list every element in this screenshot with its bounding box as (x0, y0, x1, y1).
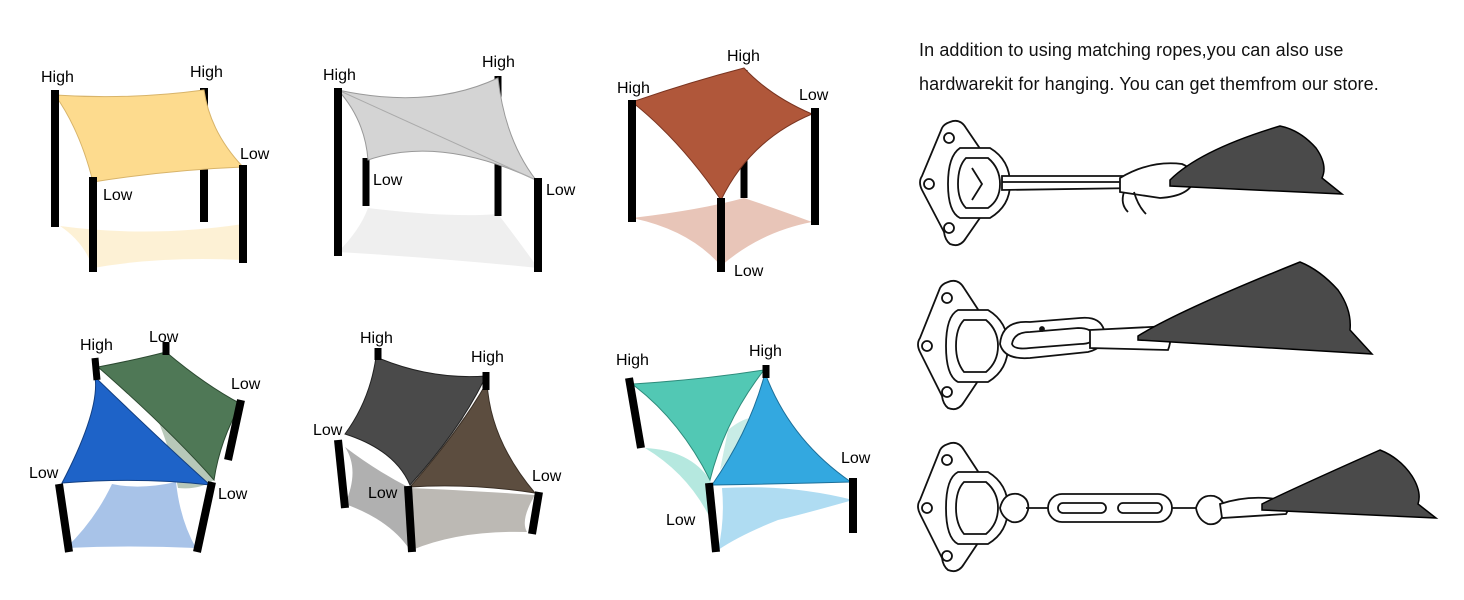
height-label: High (323, 67, 356, 84)
post (404, 485, 416, 553)
height-label: High (482, 54, 515, 71)
height-label: Low (373, 172, 403, 189)
pad-eye-icon (917, 279, 1009, 411)
height-label: Low (734, 263, 764, 280)
height-label: High (471, 349, 504, 366)
sail-shadow (720, 418, 750, 470)
post (625, 377, 645, 449)
sail-diagram-sand: High High Low Low (41, 64, 270, 272)
height-label: Low (532, 468, 562, 485)
sail-shadow (645, 448, 714, 522)
height-label: Low (29, 465, 59, 482)
post (705, 482, 720, 553)
hardware-kit-snap-hook (919, 119, 1345, 247)
sail-corner-icon (1261, 449, 1439, 519)
sail (61, 375, 212, 486)
sail-shadow (60, 224, 243, 268)
height-label: High (616, 352, 649, 369)
height-label: Low (240, 146, 270, 163)
height-label: Low (666, 512, 696, 529)
sail-diagram-light-grey: High High Low Low (323, 54, 576, 272)
sail (630, 67, 814, 201)
sail-shadow (345, 447, 410, 550)
sail-shadow (66, 482, 196, 548)
sail (408, 380, 537, 494)
height-label: High (190, 64, 223, 81)
post (193, 481, 216, 553)
snap-hook-icon (1001, 162, 1196, 215)
sail (711, 371, 853, 486)
sail-diagram-teal-sky: High High Low Low (616, 343, 871, 553)
sail-diagram-terracotta: High High Low Low (617, 48, 829, 280)
sail-corner-icon (1137, 261, 1374, 355)
height-label: Low (218, 486, 248, 503)
sail-corner-icon (1169, 125, 1345, 195)
height-label: Low (231, 376, 261, 393)
pad-eye-icon (917, 441, 1009, 573)
hardware-info-text: In addition to using matching ropes,you … (919, 33, 1459, 101)
info-line-1: In addition to using matching ropes,you … (919, 40, 1344, 60)
height-label: High (41, 69, 74, 86)
height-label: Low (368, 485, 398, 502)
sail (344, 356, 487, 486)
sail-diagram-charcoal-brown: High High Low Low Low (313, 330, 562, 553)
info-line-2: hardwarekit for hanging. You can get the… (919, 74, 1379, 94)
sail (630, 369, 766, 482)
height-label: High (360, 330, 393, 347)
pad-eye-icon (919, 119, 1011, 247)
height-label: Low (313, 422, 343, 439)
post (334, 439, 349, 509)
height-label: High (80, 337, 113, 354)
sail-shadow (718, 487, 853, 550)
sail (53, 89, 245, 183)
sail-shadow (410, 488, 535, 550)
sail-shadow (338, 208, 538, 268)
sail-seam (337, 89, 537, 181)
hardware-kit-carabiner (917, 261, 1374, 411)
sail-diagram-blue-green: High Low Low Low Low (29, 329, 261, 553)
height-label: Low (546, 182, 576, 199)
height-label: Low (103, 187, 133, 204)
post (224, 399, 245, 461)
height-label: Low (841, 450, 871, 467)
height-label: Low (149, 329, 179, 346)
turnbuckle-icon (999, 492, 1290, 526)
height-label: Low (799, 87, 829, 104)
post (528, 491, 543, 535)
height-label: High (749, 343, 782, 360)
height-label: High (617, 80, 650, 97)
hardware-kit-turnbuckle (917, 441, 1439, 573)
post (91, 357, 101, 381)
height-label: High (727, 48, 760, 65)
post (55, 483, 73, 553)
